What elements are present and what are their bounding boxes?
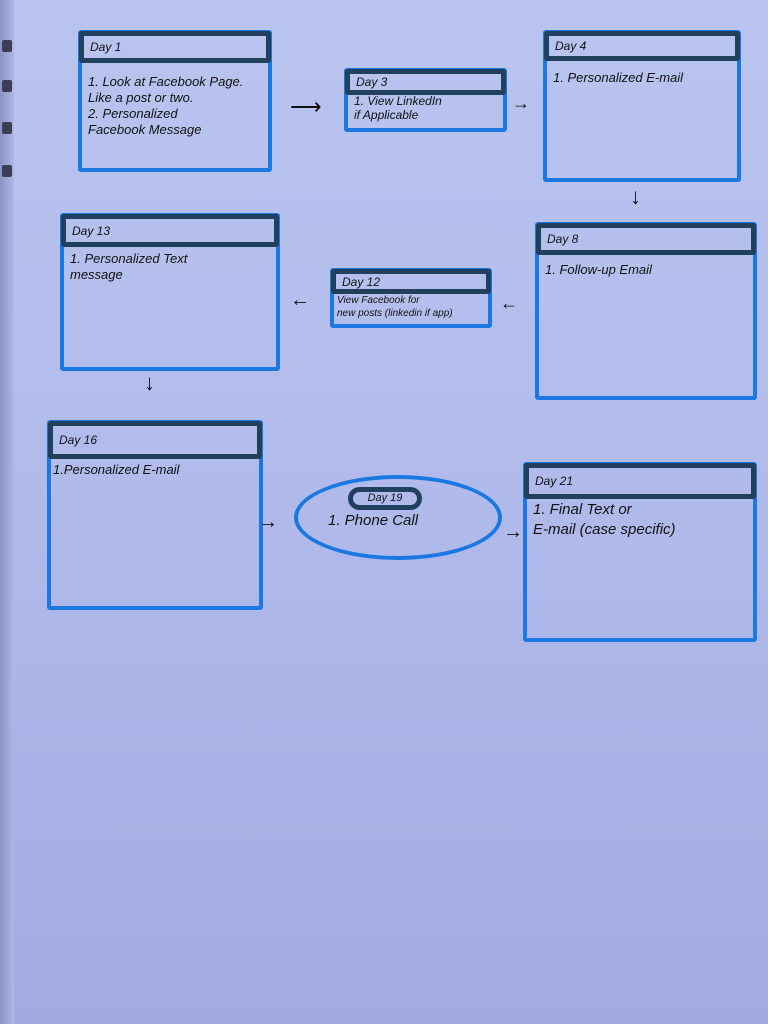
step-text: 1. View LinkedIn if Applicable (354, 94, 442, 122)
step-day-16: Day 16 1.Personalized E-mail (47, 420, 263, 610)
step-text: 1.Personalized E-mail (53, 462, 180, 477)
spiral-hole (2, 165, 12, 177)
step-day-12: Day 12 View Facebook for new posts (link… (330, 268, 492, 328)
notebook-spiral-edge (0, 0, 14, 1024)
arrow-right-icon: → (503, 521, 523, 543)
step-day-3: Day 3 1. View LinkedIn if Applicable (344, 68, 507, 132)
spiral-hole (2, 80, 12, 92)
step-header: Day 13 (61, 214, 279, 247)
step-header: Day 19 (348, 487, 422, 510)
step-header: Day 3 (345, 69, 506, 95)
step-header: Day 12 (331, 269, 491, 294)
spiral-hole (2, 122, 12, 134)
step-day-13: Day 13 1. Personalized Text message (60, 213, 280, 371)
arrow-down-icon: ↓ (144, 370, 155, 395)
step-day-21: Day 21 1. Final Text or E-mail (case spe… (523, 462, 757, 642)
arrow-right-icon: ⟶ (290, 94, 322, 119)
arrow-down-icon: ↓ (630, 184, 641, 209)
step-text: 1. Phone Call (328, 512, 419, 529)
step-text: 1. Final Text or E-mail (case specific) (533, 501, 676, 538)
step-day-19: Day 19 1. Phone Call (294, 475, 502, 560)
step-header: Day 8 (536, 223, 756, 255)
step-header: Day 1 (79, 31, 271, 63)
step-text: 1. Personalized Text message (70, 251, 188, 282)
arrow-left-icon: ← (290, 289, 310, 311)
step-text: View Facebook for new posts (linkedin if… (337, 295, 453, 319)
step-header: Day 16 (48, 421, 262, 459)
step-text: 1. Look at Facebook Page. Like a post or… (88, 74, 244, 137)
step-header: Day 21 (524, 463, 756, 499)
step-day-1: Day 1 1. Look at Facebook Page. Like a p… (78, 30, 272, 172)
arrow-right-icon: → (258, 511, 278, 533)
step-text: 1. Personalized E-mail (553, 70, 684, 85)
arrow-left-icon: ← (500, 293, 518, 313)
step-day-4: Day 4 1. Personalized E-mail (543, 30, 741, 182)
step-day-8: Day 8 1. Follow-up Email (535, 222, 757, 400)
step-header: Day 4 (544, 31, 740, 61)
spiral-hole (2, 40, 12, 52)
arrow-right-icon: → (512, 93, 530, 113)
step-text: 1. Follow-up Email (545, 262, 652, 277)
